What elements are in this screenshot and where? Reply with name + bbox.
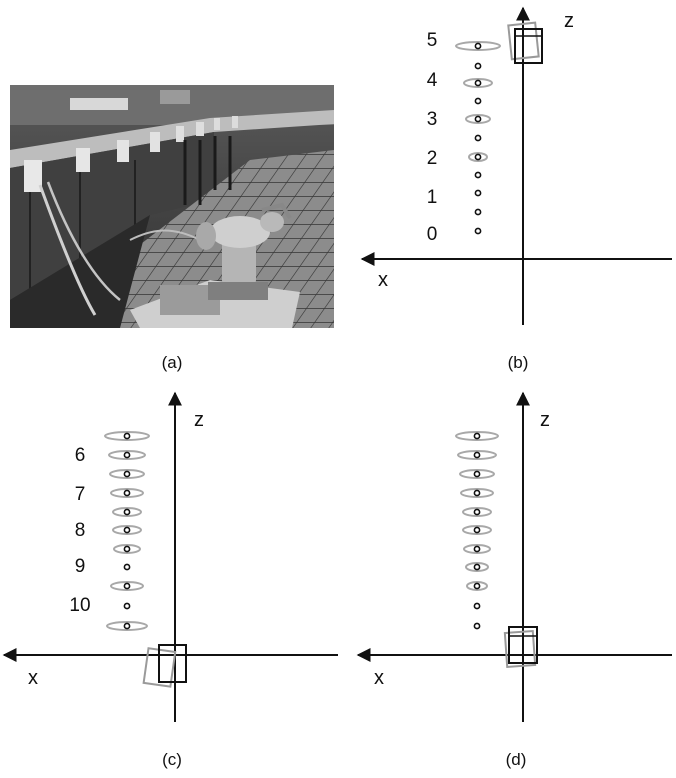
b-marker — [474, 153, 482, 161]
b-marker — [474, 115, 482, 123]
c-marker — [123, 508, 131, 516]
d-uncertainty-ellipse — [457, 450, 497, 460]
current-pose-box-c — [158, 644, 187, 683]
c-uncertainty-ellipse — [109, 469, 145, 479]
d-marker — [473, 451, 481, 459]
b-uncertainty-ellipse — [455, 41, 501, 51]
b-marker — [474, 97, 482, 105]
c-uncertainty-ellipse — [112, 525, 142, 535]
b-marker — [474, 208, 482, 216]
panel-b: z x 5 4 3 2 1 0 (b) — [360, 6, 672, 372]
d-uncertainty-ellipse — [459, 469, 495, 479]
robot-pose-c — [142, 644, 187, 688]
b-uncertainty-ellipse — [463, 78, 493, 88]
d-marker — [473, 432, 481, 440]
z-label-d: z — [540, 409, 550, 431]
c-marker — [123, 582, 131, 590]
c-uncertainty-ellipse — [110, 581, 144, 591]
panel-c: z x 6 7 8 9 10 (c) — [2, 391, 338, 769]
robot-photo-icon — [10, 85, 334, 328]
c-marker — [123, 545, 131, 553]
z-label-c: z — [194, 409, 204, 431]
d-uncertainty-ellipse — [460, 488, 494, 498]
caption-c: (c) — [162, 750, 182, 769]
c-marker — [123, 526, 131, 534]
b-marker — [474, 79, 482, 87]
d-marker — [473, 470, 481, 478]
x-label-b: x — [378, 269, 388, 291]
d-marker — [473, 602, 481, 610]
panel-a: (a) — [10, 85, 334, 372]
b-marker — [474, 42, 482, 50]
d-uncertainty-ellipse — [455, 431, 499, 441]
c-marker — [123, 432, 131, 440]
x-label-c: x — [28, 667, 38, 689]
d-uncertainty-ellipse — [462, 525, 492, 535]
c-marker — [123, 622, 131, 630]
d-marker — [473, 545, 481, 553]
c-uncertainty-ellipse — [113, 544, 141, 554]
marker-label-b-0: 0 — [427, 224, 438, 245]
b-marker — [474, 189, 482, 197]
previous-pose-box-d — [503, 629, 537, 669]
marker-label-c-6: 6 — [75, 445, 86, 466]
d-marker — [473, 489, 481, 497]
marker-label-b-4: 4 — [427, 70, 438, 91]
b-marker — [474, 62, 482, 70]
d-marker — [473, 526, 481, 534]
b-marker — [474, 134, 482, 142]
c-uncertainty-ellipse — [108, 450, 146, 460]
marker-label-c-7: 7 — [75, 484, 86, 505]
c-marker — [123, 451, 131, 459]
d-uncertainty-ellipse — [465, 562, 489, 572]
caption-a: (a) — [162, 353, 183, 372]
d-uncertainty-ellipse — [466, 581, 488, 591]
d-marker — [473, 508, 481, 516]
caption-d: (d) — [506, 750, 527, 769]
c-uncertainty-ellipse — [112, 507, 142, 517]
marker-track-b — [455, 41, 501, 235]
d-uncertainty-ellipse — [463, 544, 491, 554]
c-uncertainty-ellipse — [110, 488, 144, 498]
caption-b: (b) — [508, 353, 529, 372]
d-marker — [473, 582, 481, 590]
marker-track-d — [455, 431, 499, 630]
b-uncertainty-ellipse — [468, 152, 488, 162]
d-marker — [473, 622, 481, 630]
current-pose-box-d — [508, 626, 538, 664]
b-marker — [474, 171, 482, 179]
previous-pose-box-b — [507, 21, 540, 61]
d-uncertainty-ellipse — [462, 507, 492, 517]
marker-label-b-5: 5 — [427, 30, 438, 51]
marker-label-b-1: 1 — [427, 187, 438, 208]
c-marker — [123, 489, 131, 497]
b-marker — [474, 227, 482, 235]
marker-label-c-8: 8 — [75, 520, 86, 541]
z-label-b: z — [564, 10, 574, 32]
marker-label-b-3: 3 — [427, 109, 438, 130]
marker-label-c-10: 10 — [69, 595, 90, 616]
previous-pose-box-c — [142, 647, 177, 688]
c-uncertainty-ellipse — [104, 431, 150, 441]
c-marker — [123, 563, 131, 571]
robot-pose-d — [503, 626, 538, 669]
c-marker — [123, 470, 131, 478]
c-uncertainty-ellipse — [106, 621, 148, 631]
panel-d: z x (d) — [356, 391, 672, 769]
marker-track-c — [104, 431, 150, 631]
x-label-d: x — [374, 667, 384, 689]
c-marker — [123, 602, 131, 610]
b-uncertainty-ellipse — [465, 114, 491, 124]
marker-label-c-9: 9 — [75, 556, 86, 577]
d-marker — [473, 563, 481, 571]
robot-pose-b — [507, 21, 543, 64]
marker-label-b-2: 2 — [427, 148, 438, 169]
current-pose-box-b — [514, 28, 543, 64]
